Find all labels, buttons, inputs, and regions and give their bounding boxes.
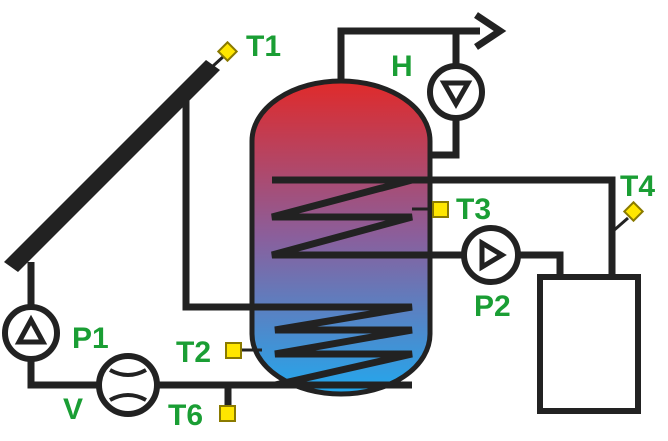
auxiliary-boiler xyxy=(537,274,641,414)
pump-icon xyxy=(2,304,60,362)
upper-heat-exchanger-coil xyxy=(271,176,413,259)
sensor-t4 xyxy=(611,200,645,234)
mixing-valve-icon xyxy=(96,353,160,417)
solar-collector xyxy=(4,60,220,272)
label-v: V xyxy=(63,393,83,426)
label-t6: T6 xyxy=(168,399,203,432)
label-t3: T3 xyxy=(456,193,491,226)
lower-heat-exchanger-coil xyxy=(274,303,413,389)
collector-loop-pipes xyxy=(27,84,275,406)
pump-p2 xyxy=(461,225,521,285)
sensor-t3 xyxy=(412,201,449,218)
pump-p1 xyxy=(2,304,60,362)
label-p1: P1 xyxy=(72,322,109,355)
mixing-valve-v xyxy=(96,353,160,417)
temperature-sensor-icon xyxy=(219,405,236,422)
temperature-sensor-icon xyxy=(432,201,449,218)
flow-arrow-icon xyxy=(474,12,507,50)
sensor-t2 xyxy=(225,342,262,359)
temperature-sensor-icon xyxy=(622,200,645,223)
hot-water-pipes xyxy=(337,27,480,159)
temperature-sensor-icon xyxy=(216,40,239,63)
sensor-t6 xyxy=(219,405,236,422)
label-h: H xyxy=(391,50,413,83)
label-t2: T2 xyxy=(176,336,211,369)
label-t1: T1 xyxy=(246,30,281,63)
pump-icon xyxy=(461,225,521,285)
label-p2: P2 xyxy=(474,290,511,323)
label-t4: T4 xyxy=(620,170,655,203)
pump-h xyxy=(427,63,485,121)
sensor-t1 xyxy=(211,40,239,68)
temperature-sensor-icon xyxy=(225,342,242,359)
pump-icon xyxy=(427,63,485,121)
boiler-loop-pipes xyxy=(412,176,616,277)
